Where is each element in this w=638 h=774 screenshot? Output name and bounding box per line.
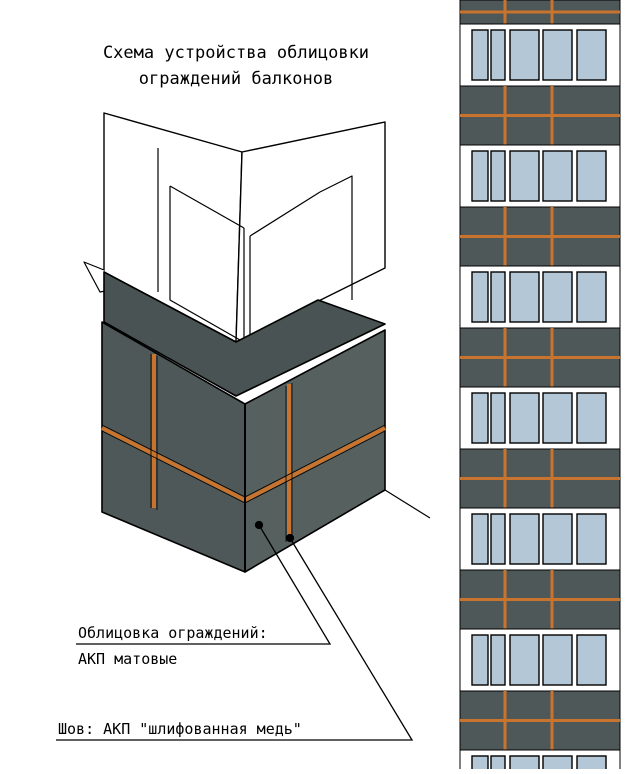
window-pane-3-2	[509, 271, 540, 323]
window-pane-5-0	[471, 513, 489, 565]
window-pane-6-2	[509, 634, 540, 686]
copper-seams	[101, 354, 386, 540]
window-pane-1-3	[542, 29, 573, 81]
cladding-top-cap	[103, 271, 386, 397]
window-pane-5-3	[542, 513, 573, 565]
leader-lines	[56, 520, 414, 741]
seam-leader	[56, 537, 414, 741]
window-pane-4-1	[490, 392, 506, 444]
window-pane-6-0	[471, 634, 489, 686]
ground-line	[384, 489, 431, 519]
upper-wall-right-face	[235, 121, 386, 343]
cladding-label-line-2: АКП матовые	[78, 650, 177, 668]
seam-label: Шов: АКП "шлифованная медь"	[58, 720, 302, 738]
title-line-2: ограждений балконов	[139, 69, 333, 89]
window-pane-1-4	[576, 29, 607, 81]
window-pane-7-4	[576, 755, 607, 774]
window-pane-1-1	[490, 29, 506, 81]
facade-elevation	[459, 0, 621, 774]
window-pane-6-3	[542, 634, 573, 686]
window-pane-4-3	[542, 392, 573, 444]
window-pane-3-3	[542, 271, 573, 323]
window-pane-5-2	[509, 513, 540, 565]
window-pane-4-0	[471, 392, 489, 444]
seam-left-horizontal	[101, 426, 246, 502]
window-pane-6-4	[576, 634, 607, 686]
window-pane-3-0	[471, 271, 489, 323]
window-pane-2-0	[471, 150, 489, 202]
seam-right-horizontal	[244, 426, 386, 502]
window-pane-7-0	[471, 755, 489, 774]
window-pane-1-2	[509, 29, 540, 81]
window-pane-6-1	[490, 634, 506, 686]
window-pane-4-2	[509, 392, 540, 444]
window-pane-4-4	[576, 392, 607, 444]
window-pane-5-4	[576, 513, 607, 565]
window-pane-3-4	[576, 271, 607, 323]
window-pane-2-1	[490, 150, 506, 202]
window-pane-7-2	[509, 755, 540, 774]
balcony-isometric	[83, 112, 431, 573]
window-pane-1-0	[471, 29, 489, 81]
cladding-leader	[76, 524, 332, 645]
window-pane-5-1	[490, 513, 506, 565]
cladding-label-line-1: Облицовка ограждений:	[78, 624, 268, 642]
window-pane-7-3	[542, 755, 573, 774]
upper-wall	[83, 112, 386, 343]
window-pane-7-1	[490, 755, 506, 774]
window-pane-2-2	[509, 150, 540, 202]
window-pane-2-4	[576, 150, 607, 202]
title-line-1: Схема устройства облицовки	[103, 43, 369, 63]
window-pane-3-1	[490, 271, 506, 323]
window-pane-2-3	[542, 150, 573, 202]
